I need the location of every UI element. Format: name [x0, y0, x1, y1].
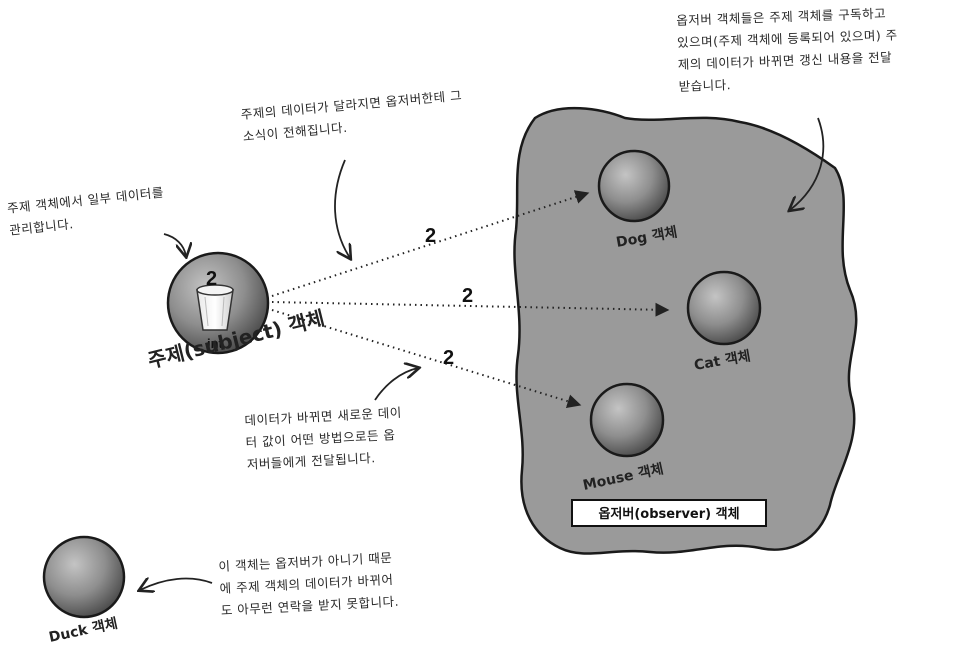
observer-region [513, 106, 858, 555]
subject-value: 2 [206, 268, 217, 290]
observer-cat: Cat 객체 [686, 270, 762, 374]
int-cup-icon [196, 284, 234, 331]
message-value-cat: 2 [462, 285, 473, 307]
message-value-dog: 2 [425, 225, 436, 247]
subject-type-label: int [207, 336, 224, 351]
subject-object: 2 int [166, 251, 270, 355]
note-new-value-delivered: 데이터가 바뀌면 새로운 데이 터 값이 어떤 방법으로든 옵 저버들에게 전달… [244, 404, 403, 472]
message-line-dog [271, 190, 590, 297]
pointer-arrow-duck [140, 579, 213, 590]
pointer-arrow-new-value [374, 368, 418, 401]
message-value-mouse: 2 [443, 347, 454, 369]
observer-group-label: 옵저버(observer) 객체 [598, 506, 739, 522]
duck-object: Duck 객체 [42, 535, 126, 646]
duck-label: Duck 객체 [47, 615, 119, 646]
pointer-arrow-subject-data [163, 233, 186, 256]
pointer-arrow-observers [790, 117, 825, 210]
note-observers-subscribed: 옵저버 객체들은 주제 객체를 구독하고 있으며(주제 객체에 등록되어 있으며… [676, 5, 898, 94]
observer-group-box [571, 499, 767, 527]
message-line-cat [271, 301, 670, 317]
pointer-arrow-change [334, 159, 350, 258]
note-duck-not-observer: 이 객체는 옵저버가 아니기 때문 에 주제 객체의 데이터가 바뀌어 도 아무… [218, 549, 400, 618]
